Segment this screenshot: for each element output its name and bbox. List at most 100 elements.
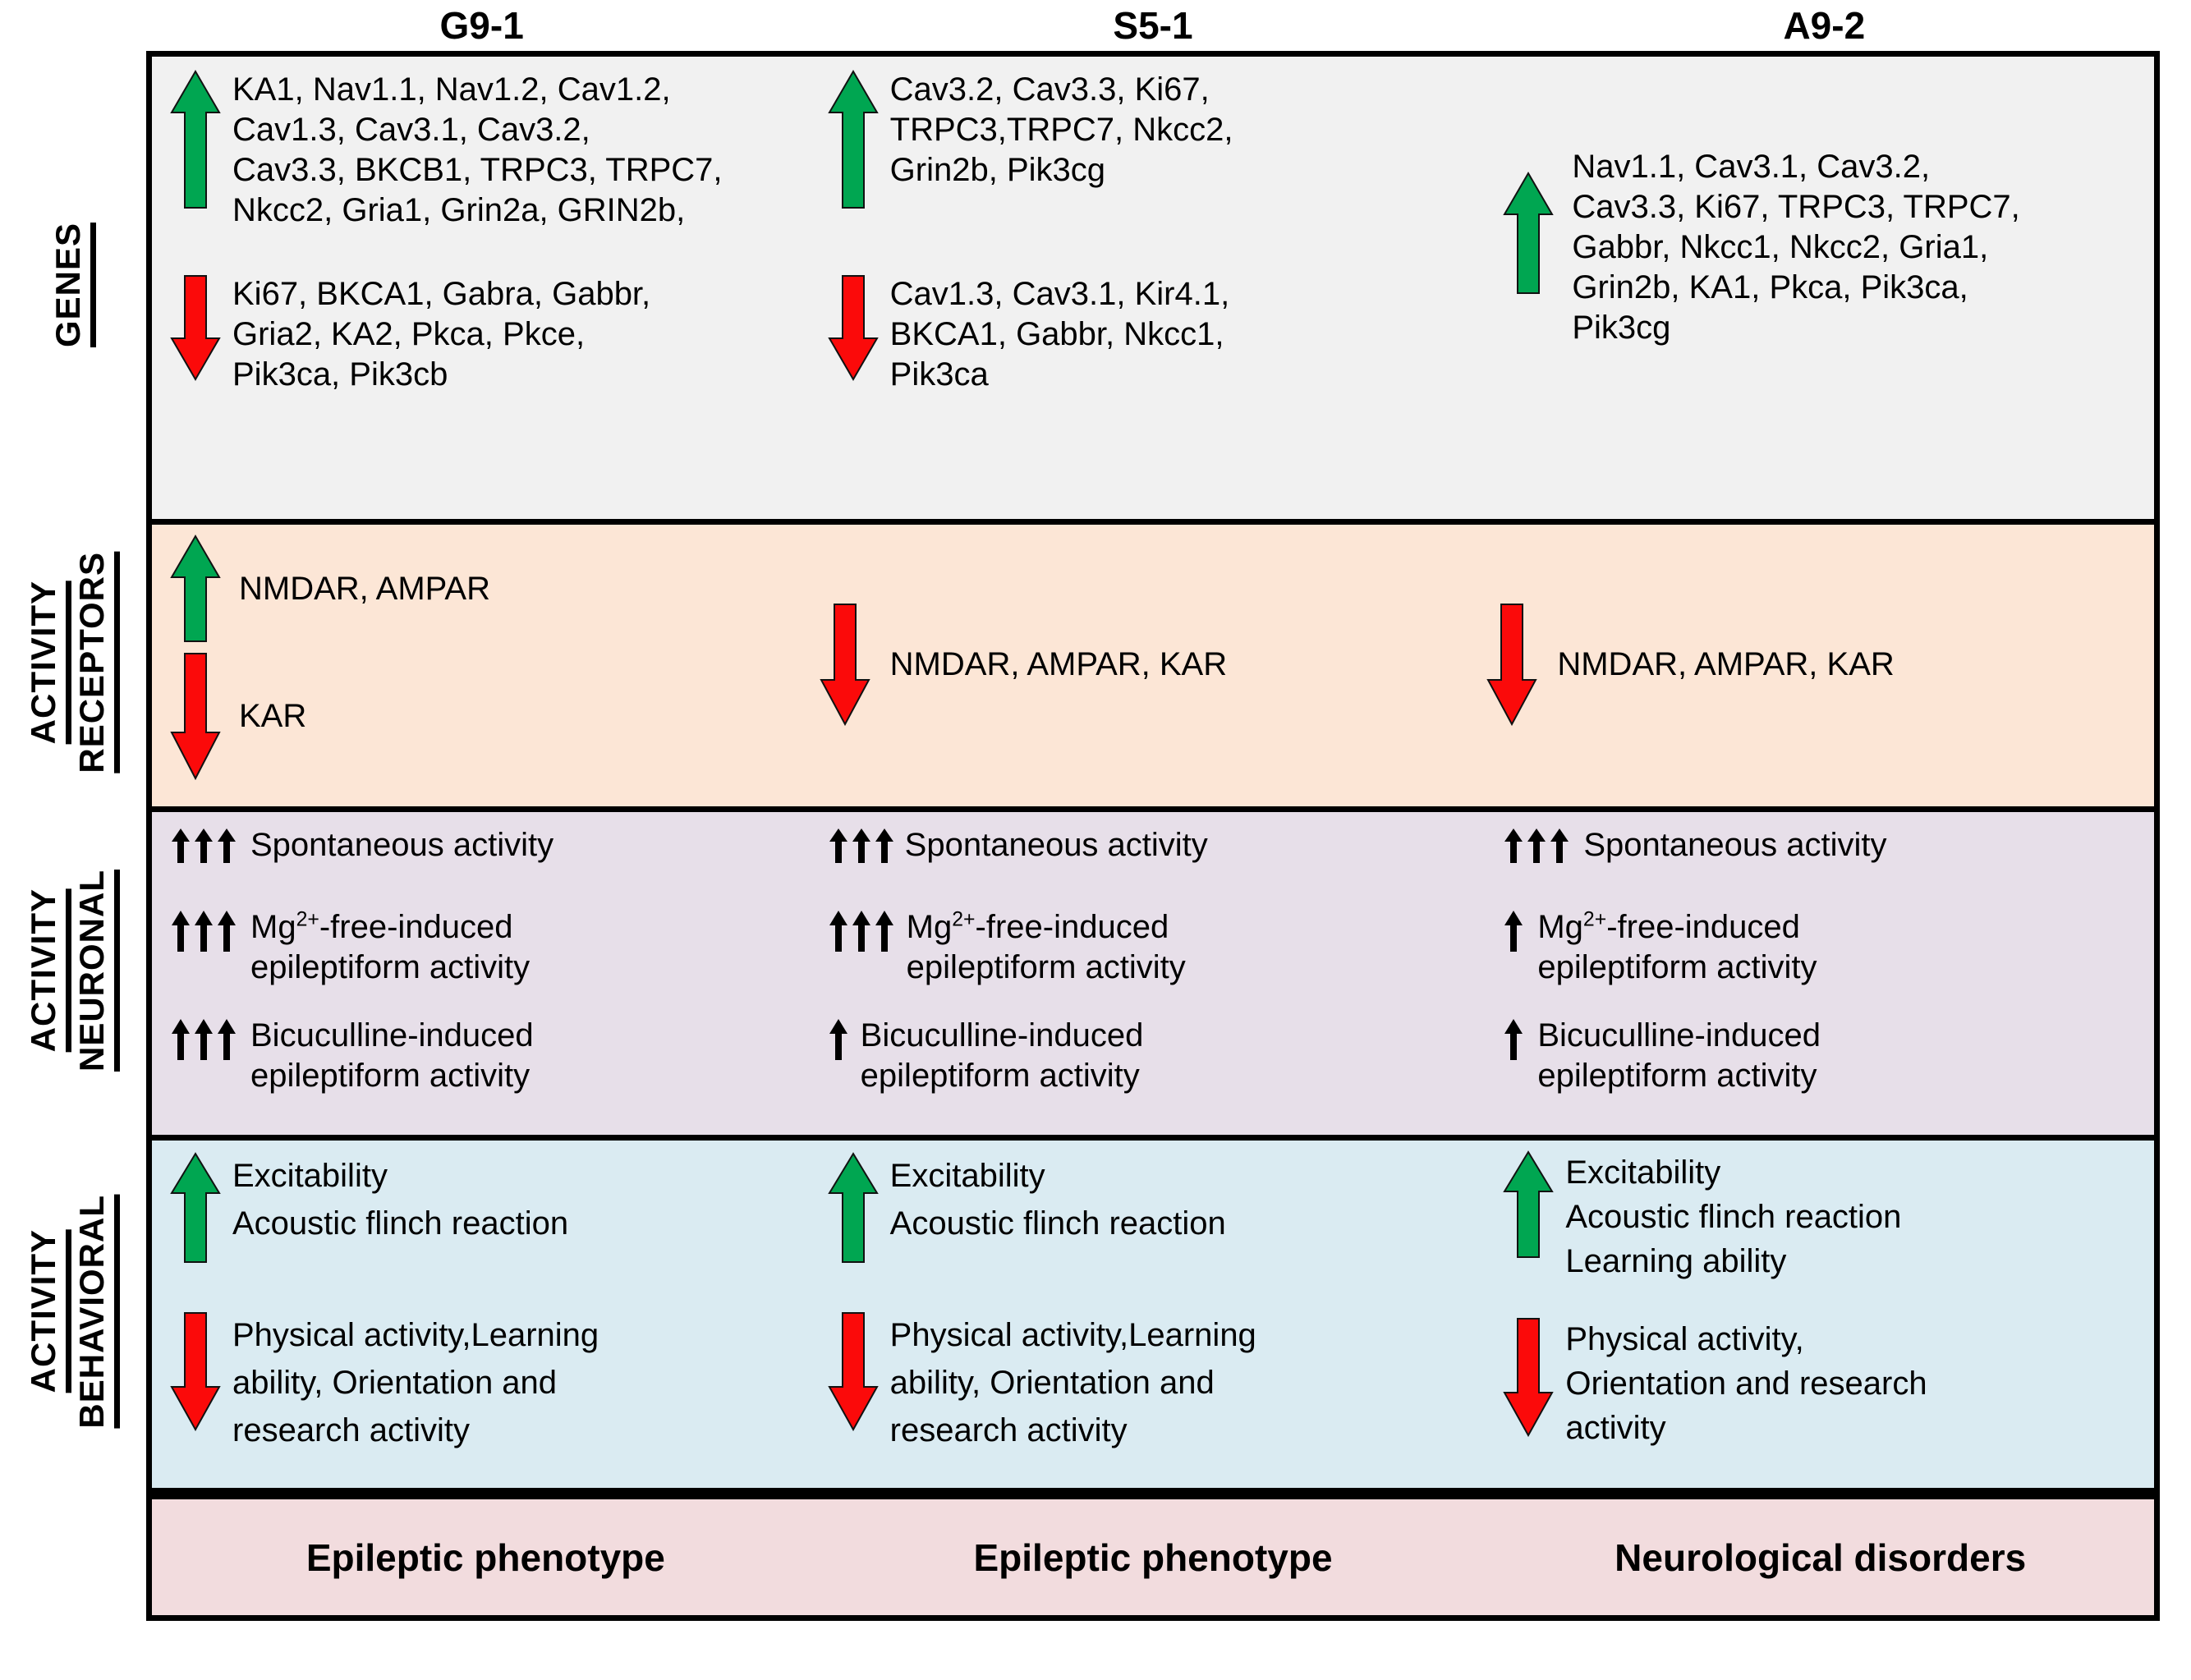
- neuronal-text-mgfree-a9-2: Mg2+-free-induced epileptiform activity: [1537, 907, 1817, 988]
- triple-up-arrow-icon: [170, 907, 237, 953]
- behavioral-down-text-g9-1: Physical activity,Learning ability, Orie…: [232, 1317, 599, 1448]
- mg-charge: 2+: [296, 908, 319, 931]
- mg-label: Mg: [1537, 909, 1583, 945]
- neuronal-cell-s5-1: Spontaneous activity Mg2+-free-induced e…: [820, 812, 1487, 1135]
- side-label-neuronal-line-1: NEURONAL: [72, 870, 120, 1072]
- down-arrow-icon: [170, 274, 221, 381]
- neuronal-row-bicuculline-g9-1: Bicuculline-induced epileptiform activit…: [170, 1016, 811, 1096]
- behavioral-cell-a9-2: Excitability Acoustic flinch reaction Le…: [1486, 1141, 2154, 1488]
- side-label-neuronal-line-2: ACTIVITY: [24, 888, 71, 1053]
- behavioral-up-text-s5-1: Excitability Acoustic flinch reaction: [889, 1158, 1226, 1242]
- down-arrow-icon: [1503, 1317, 1555, 1437]
- receptors-down-g9-1: KAR: [170, 652, 794, 780]
- phenotype-g9-1: Epileptic phenotype: [305, 1535, 665, 1579]
- side-label-receptors-line-1: RECEPTORS: [72, 552, 120, 773]
- triple-up-arrow-icon: [828, 907, 895, 953]
- genes-up-text-g9-1: KA1, Nav1.1, Nav1.2, Cav1.2, Cav1.3, Cav…: [232, 71, 723, 228]
- up-arrow-icon: [170, 70, 221, 209]
- up-arrow-icon: [170, 535, 221, 643]
- down-arrow-icon: [827, 1311, 879, 1431]
- neuronal-row-mgfree-s5-1: Mg2+-free-induced epileptiform activity: [828, 907, 1468, 988]
- genes-down-text-s5-1: Cav1.3, Cav3.1, Kir4.1, BKCA1, Gabbr, Nk…: [889, 276, 1230, 392]
- phenotype-a9-2: Neurological disorders: [1615, 1535, 2027, 1579]
- up-arrow-icon: [1503, 1150, 1555, 1259]
- neuronal-text-spontaneous-a9-2: Spontaneous activity: [1583, 827, 1887, 863]
- genes-down-text-g9-1: Ki67, BKCA1, Gabra, Gabbr, Gria2, KA2, P…: [232, 276, 651, 392]
- up-arrow-icon: [827, 70, 879, 209]
- genes-up-a9-2: Nav1.1, Cav3.1, Cav3.2, Cav3.3, Ki67, TR…: [1503, 147, 2152, 348]
- neuronal-cell-g9-1: Spontaneous activity Mg2+-free-induced e…: [152, 812, 820, 1135]
- column-header-a9-2: A9-2: [1783, 4, 1866, 47]
- genes-up-s5-1: Cav3.2, Cav3.3, Ki67, TRPC3,TRPC7, Nkcc2…: [827, 70, 1460, 209]
- triple-up-arrow-icon: [170, 1016, 237, 1062]
- behavioral-up-a9-2: Excitability Acoustic flinch reaction Le…: [1503, 1150, 2160, 1283]
- behavioral-down-s5-1: Physical activity,Learning ability, Orie…: [827, 1311, 1477, 1454]
- band-receptors-activity: NMDAR, AMPAR KAR NMDAR, AMPAR, KAR: [152, 525, 2154, 812]
- receptors-cell-g9-1: NMDAR, AMPAR KAR: [152, 525, 820, 806]
- down-arrow-icon: [819, 603, 870, 726]
- behavioral-up-g9-1: Excitability Acoustic flinch reaction: [170, 1152, 819, 1264]
- behavioral-up-text-g9-1: Excitability Acoustic flinch reaction: [232, 1158, 569, 1242]
- column-headers: G9-1 S5-1 A9-2: [146, 0, 2160, 51]
- phenotype-s5-1: Epileptic phenotype: [973, 1535, 1333, 1579]
- band-behavioral-activity: Excitability Acoustic flinch reaction Ph…: [152, 1141, 2154, 1494]
- behavioral-cell-g9-1: Excitability Acoustic flinch reaction Ph…: [152, 1141, 820, 1488]
- neuronal-text-bicuculline-g9-1: Bicuculline-induced epileptiform activit…: [250, 1017, 534, 1094]
- column-header-s5-1: S5-1: [1113, 4, 1193, 47]
- neuronal-row-mgfree-g9-1: Mg2+-free-induced epileptiform activity: [170, 907, 811, 988]
- neuronal-text-spontaneous-g9-1: Spontaneous activity: [250, 827, 554, 863]
- triple-up-arrow-icon: [170, 825, 237, 865]
- up-arrow-icon: [1503, 172, 1555, 295]
- side-label-behavioral-line-1: BEHAVIORAL: [72, 1194, 120, 1429]
- behavioral-down-text-s5-1: Physical activity,Learning ability, Orie…: [889, 1317, 1256, 1448]
- mg-label: Mg: [906, 909, 953, 945]
- side-label-behavioral-line-2: ACTIVITY: [24, 1229, 71, 1393]
- receptors-down-text-a9-2: NMDAR, AMPAR, KAR: [1557, 645, 1895, 682]
- side-label-genes: GENES: [0, 51, 146, 519]
- down-arrow-icon: [827, 274, 879, 381]
- behavioral-down-text-a9-2: Physical activity, Orientation and resea…: [1565, 1321, 1927, 1446]
- receptors-up-text-g9-1: NMDAR, AMPAR: [239, 570, 490, 607]
- genes-up-text-s5-1: Cav3.2, Cav3.3, Ki67, TRPC3,TRPC7, Nkcc2…: [889, 71, 1233, 188]
- up-arrow-icon: [170, 1152, 221, 1264]
- neuronal-row-spontaneous-g9-1: Spontaneous activity: [170, 825, 811, 865]
- triple-up-arrow-icon: [1503, 825, 1570, 865]
- column-header-g9-1: G9-1: [439, 4, 524, 47]
- single-up-arrow-icon: [828, 1016, 849, 1062]
- behavioral-up-text-a9-2: Excitability Acoustic flinch reaction Le…: [1565, 1154, 1902, 1279]
- neuronal-row-spontaneous-a9-2: Spontaneous activity: [1503, 825, 2143, 865]
- neuronal-text-bicuculline-a9-2: Bicuculline-induced epileptiform activit…: [1537, 1017, 1821, 1094]
- up-arrow-icon: [827, 1152, 879, 1264]
- genes-cell-g9-1: KA1, Nav1.1, Nav1.2, Cav1.2, Cav1.3, Cav…: [152, 57, 820, 519]
- neuronal-row-bicuculline-s5-1: Bicuculline-induced epileptiform activit…: [828, 1016, 1468, 1096]
- behavioral-down-a9-2: Physical activity, Orientation and resea…: [1503, 1317, 2160, 1450]
- side-label-neuronal: NEURONAL ACTIVITY: [0, 806, 146, 1135]
- mg-rest: -free-induced epileptiform activity: [1537, 909, 1817, 985]
- mg-charge: 2+: [1582, 908, 1607, 931]
- mg-charge: 2+: [952, 908, 976, 931]
- receptors-cell-a9-2: NMDAR, AMPAR, KAR: [1486, 525, 2154, 806]
- band-phenotype: Epileptic phenotype Epileptic phenotype …: [152, 1494, 2154, 1615]
- neuronal-text-spontaneous-s5-1: Spontaneous activity: [904, 827, 1208, 863]
- row-axis-labels: GENES RECEPTORS ACTIVITY NEURONAL ACTIVI…: [0, 51, 146, 1621]
- neuronal-row-spontaneous-s5-1: Spontaneous activity: [828, 825, 1468, 865]
- down-arrow-icon: [170, 1311, 221, 1431]
- receptors-cell-s5-1: NMDAR, AMPAR, KAR: [819, 525, 1487, 806]
- receptors-down-s5-1: NMDAR, AMPAR, KAR: [819, 603, 1477, 726]
- genes-cell-a9-2: Nav1.1, Cav3.1, Cav3.2, Cav3.3, Ki67, TR…: [1486, 57, 2154, 519]
- side-label-genes-line-1: GENES: [48, 222, 96, 348]
- down-arrow-icon: [170, 652, 221, 780]
- triple-up-arrow-icon: [828, 825, 895, 865]
- neuronal-text-bicuculline-s5-1: Bicuculline-induced epileptiform activit…: [860, 1017, 1144, 1094]
- single-up-arrow-icon: [1503, 907, 1524, 953]
- genes-up-text-a9-2: Nav1.1, Cav3.1, Cav3.2, Cav3.3, Ki67, TR…: [1572, 149, 2020, 346]
- behavioral-cell-s5-1: Excitability Acoustic flinch reaction Ph…: [820, 1141, 1487, 1488]
- band-genes: KA1, Nav1.1, Nav1.2, Cav1.2, Cav1.3, Cav…: [152, 57, 2154, 525]
- receptors-down-text-s5-1: NMDAR, AMPAR, KAR: [889, 645, 1228, 682]
- genes-up-g9-1: KA1, Nav1.1, Nav1.2, Cav1.2, Cav1.3, Cav…: [170, 70, 802, 231]
- mg-label: Mg: [250, 909, 296, 945]
- side-label-receptors-line-2: ACTIVITY: [24, 581, 71, 745]
- genes-down-s5-1: Cav1.3, Cav3.1, Kir4.1, BKCA1, Gabbr, Nk…: [827, 274, 1460, 395]
- genes-cell-s5-1: Cav3.2, Cav3.3, Ki67, TRPC3,TRPC7, Nkcc2…: [820, 57, 1487, 519]
